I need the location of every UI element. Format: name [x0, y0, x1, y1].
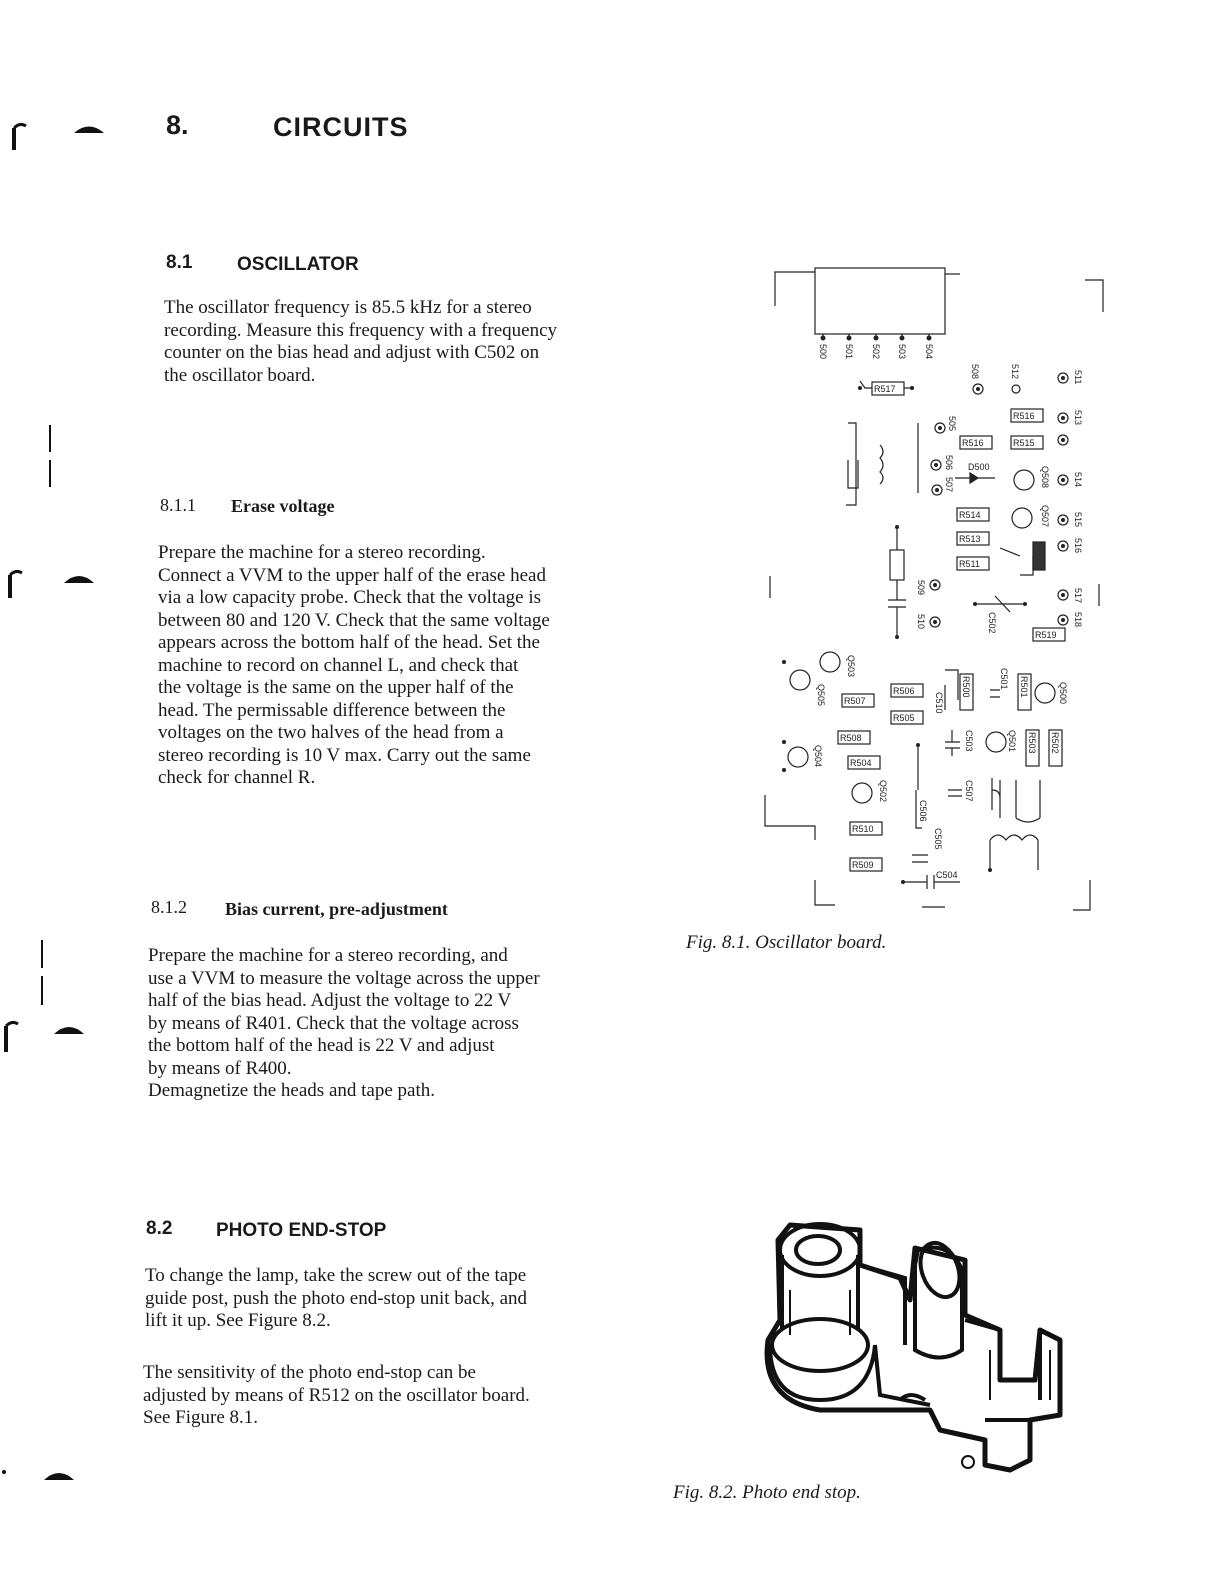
pin-label: 510 [916, 614, 926, 629]
resistor-label: R500 [961, 676, 971, 698]
pin-label: 502 [871, 344, 881, 359]
pin-label: 517 [1073, 588, 1083, 603]
pin-label: 503 [897, 344, 907, 359]
pin-label: 509 [916, 580, 926, 595]
subsection-title-erase-voltage: Erase voltage [231, 496, 335, 516]
capacitor-label: C506 [918, 800, 928, 822]
resistor-label: R516 [962, 438, 984, 448]
resistor-label: R515 [1013, 438, 1035, 448]
section-number-oscillator: 8.1 [166, 252, 193, 273]
resistor-label: R517 [874, 384, 896, 394]
transistor-label: Q505 [816, 684, 826, 706]
diode-label: D500 [968, 462, 990, 472]
figure-8-2-caption: Fig. 8.2. Photo end stop. [673, 1482, 861, 1503]
resistor-label: R502 [1050, 732, 1060, 754]
chapter-number: 8. [166, 110, 189, 140]
bias-current-paragraph: Prepare the machine for a stereo recordi… [148, 945, 540, 1101]
transistor-label: Q501 [1007, 730, 1017, 752]
pin-label: 514 [1073, 472, 1083, 487]
photo-end-stop-paragraph-2: The sensitivity of the photo end-stop ca… [143, 1362, 530, 1428]
figure-8-1-caption: Fig. 8.1. Oscillator board. [686, 932, 887, 953]
capacitor-label: C502 [987, 612, 997, 634]
photo-end-stop-paragraph-1: To change the lamp, take the screw out o… [145, 1265, 528, 1331]
capacitor-label: C510 [934, 692, 944, 714]
oscillator-paragraph: The oscillator frequency is 85.5 kHz for… [164, 297, 558, 386]
oscillator-board-figure: 500 501 502 503 504 R517 R516 R516 R515 … [764, 267, 1104, 911]
resistor-label: R506 [893, 686, 915, 696]
chapter-title: CIRCUITS [273, 112, 409, 142]
transistor-label: Q500 [1058, 682, 1068, 704]
section-title-photo-end-stop: PHOTO END-STOP [216, 1220, 387, 1241]
pin-label: 504 [924, 344, 934, 359]
resistor-label: R503 [1027, 732, 1037, 754]
capacitor-label: C505 [933, 828, 943, 850]
resistor-label: R501 [1019, 676, 1029, 698]
resistor-label: R510 [852, 824, 874, 834]
resistor-label: R504 [850, 758, 872, 768]
pin-label: 512 [1010, 364, 1020, 379]
erase-voltage-paragraph: Prepare the machine for a stereo recordi… [158, 542, 550, 788]
section-number-photo-end-stop: 8.2 [146, 1218, 173, 1239]
margin-marks [2, 122, 104, 1480]
pin-label: 501 [844, 344, 854, 359]
resistor-label: R505 [893, 713, 915, 723]
resistor-label: R514 [959, 510, 981, 520]
subsection-title-bias-current: Bias current, pre-adjustment [225, 899, 448, 919]
photo-end-stop-figure [764, 1222, 1063, 1473]
pin-label: 513 [1073, 410, 1083, 425]
pin-label: 516 [1073, 538, 1083, 553]
resistor-label: R519 [1035, 630, 1057, 640]
capacitor-label: C507 [964, 780, 974, 802]
resistor-label: R513 [959, 534, 981, 544]
transistor-label: Q502 [878, 780, 888, 802]
resistor-label: R511 [959, 559, 980, 569]
pin-label: 507 [944, 477, 954, 492]
pin-label: 508 [970, 364, 980, 379]
pin-label: 515 [1073, 512, 1083, 527]
pin-label: 506 [944, 455, 954, 470]
subsection-number-erase-voltage: 8.1.1 [160, 495, 196, 515]
resistor-label: R516 [1013, 411, 1035, 421]
resistor-label: R508 [840, 733, 862, 743]
capacitor-label: C503 [964, 730, 974, 752]
transistor-label: Q507 [1040, 505, 1050, 527]
subsection-number-bias-current: 8.1.2 [151, 897, 187, 917]
section-title-oscillator: OSCILLATOR [237, 254, 359, 275]
transistor-label: Q504 [813, 745, 823, 767]
pin-label: 505 [947, 416, 957, 431]
pin-label: 511 [1073, 370, 1083, 384]
resistor-label: R507 [844, 696, 866, 706]
pin-label: 518 [1073, 612, 1083, 627]
resistor-label: R509 [852, 860, 874, 870]
capacitor-label: C501 [999, 668, 1009, 690]
transistor-label: Q508 [1040, 466, 1050, 488]
transistor-label: Q503 [846, 655, 856, 677]
pin-label: 500 [818, 344, 828, 359]
capacitor-label: C504 [936, 870, 958, 880]
